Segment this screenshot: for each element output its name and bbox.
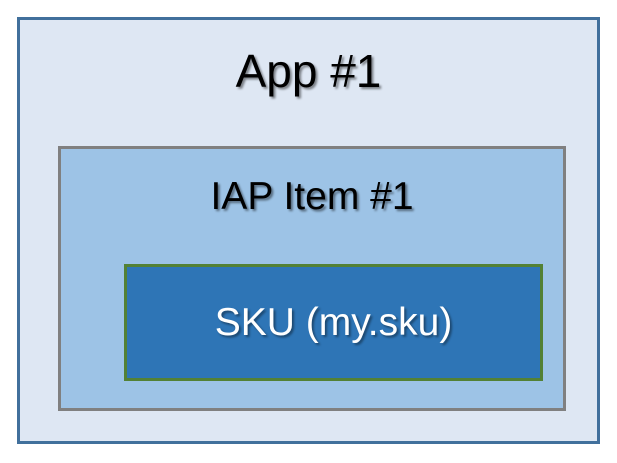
iap-item-container-box[interactable]: IAP Item #1 SKU (my.sku) — [58, 146, 566, 411]
sku-container-label: SKU (my.sku) — [214, 301, 453, 344]
app-container-label: App #1 — [235, 45, 382, 97]
sku-container-box[interactable]: SKU (my.sku) — [124, 264, 543, 381]
iap-item-container-label: IAP Item #1 — [210, 175, 414, 218]
app-container-box[interactable]: App #1 IAP Item #1 SKU (my.sku) — [17, 17, 600, 444]
